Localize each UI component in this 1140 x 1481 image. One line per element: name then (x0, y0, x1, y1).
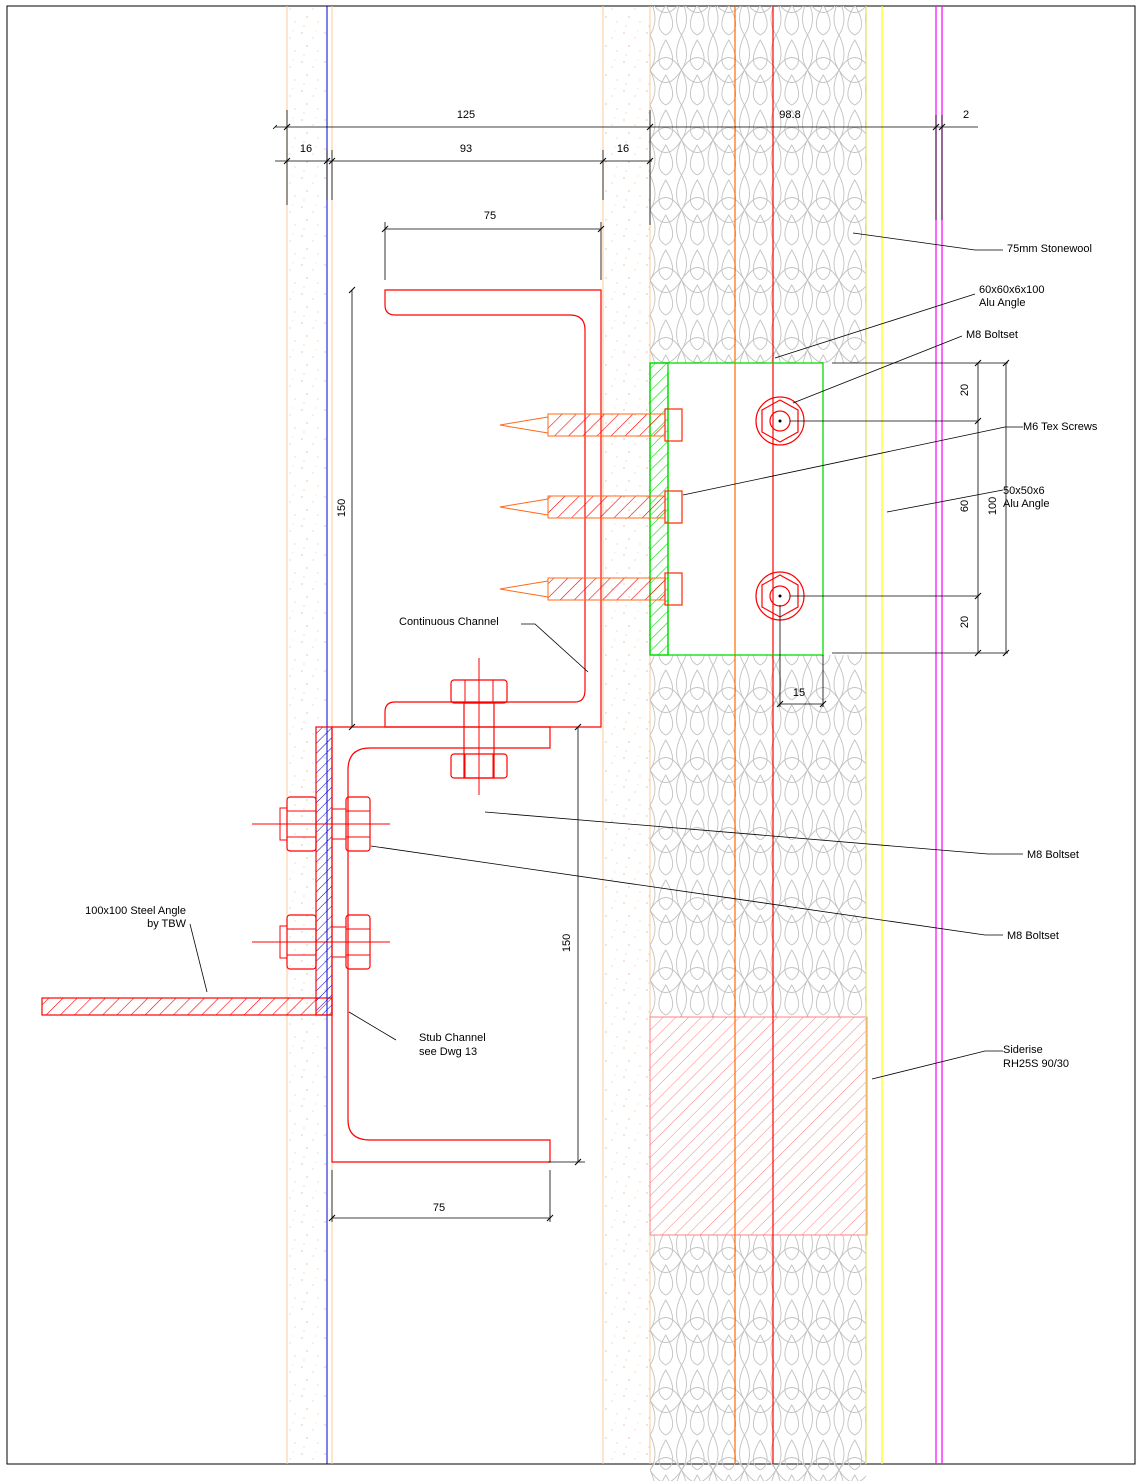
board-layers (286, 6, 651, 1464)
label-m8-boltset-mid: M8 Boltset (1027, 849, 1079, 861)
label-stonewool: 75mm Stonewool (1007, 243, 1092, 255)
tex-screws (499, 408, 683, 606)
label-stub-channel-line2: see Dwg 13 (419, 1046, 477, 1058)
label-stub-channel-line1: Stub Channel (419, 1032, 486, 1044)
annotation-labels: 75mm Stonewool 60x60x6x100 Alu Angle M8 … (85, 243, 1098, 1070)
dim-93: 93 (460, 143, 472, 155)
vertical-rails (734, 6, 943, 1464)
label-siderise-line1: Siderise (1003, 1044, 1043, 1056)
label-steel-angle-line2: by TBW (147, 918, 187, 930)
continuous-channel (384, 289, 602, 728)
dim-20-upper: 20 (959, 384, 971, 396)
siderise-cavity-barrier (649, 1016, 868, 1236)
tex-screw-1 (499, 408, 683, 442)
label-alu-angle-60-line2: Alu Angle (979, 297, 1025, 309)
m8-boltset-horizontal-lower (252, 914, 390, 970)
stonewool-insulation (650, 6, 866, 1481)
label-m6-tex-screws: M6 Tex Screws (1023, 421, 1098, 433)
m8-boltset-vertical (450, 658, 508, 795)
label-steel-angle-line1: 100x100 Steel Angle (85, 905, 186, 917)
dim-15: 15 (793, 687, 805, 699)
dim-20-lower: 20 (959, 616, 971, 628)
stub-channel (331, 726, 551, 1163)
dim-150-upper: 150 (336, 499, 348, 517)
leader-lines (189, 232, 1023, 1080)
dim-2: 2 (963, 109, 969, 121)
label-alu-angle-50-line1: 50x50x6 (1003, 485, 1045, 497)
label-siderise-line2: RH25S 90/30 (1003, 1058, 1069, 1070)
board-right (603, 6, 650, 1464)
alu-angle-60x60 (649, 362, 824, 656)
dimension-texts: 125 98.8 2 16 93 16 75 150 20 60 100 20 … (300, 109, 999, 1214)
dim-98-8: 98.8 (779, 109, 800, 121)
dim-60: 60 (959, 500, 971, 512)
dim-75-top: 75 (484, 210, 496, 222)
dim-150-lower: 150 (561, 934, 573, 952)
tex-screw-2 (499, 490, 683, 524)
dim-100: 100 (987, 497, 999, 515)
dim-125: 125 (457, 109, 475, 121)
label-alu-angle-60-line1: 60x60x6x100 (979, 284, 1044, 296)
steel-angle-100x100 (41, 726, 333, 1016)
dim-16-left: 16 (300, 143, 312, 155)
dimension-ticks (283, 123, 1010, 1222)
drawing-frame (6, 5, 1136, 1465)
dim-75-bottom: 75 (433, 1202, 445, 1214)
label-m8-boltset-top: M8 Boltset (966, 329, 1018, 341)
dim-16-right: 16 (617, 143, 629, 155)
tex-screw-3 (499, 572, 683, 606)
m8-boltset-horizontal-upper (252, 796, 390, 852)
label-continuous-channel: Continuous Channel (399, 616, 499, 628)
m8-bolt-heads-round (755, 396, 805, 621)
dimension-lines (272, 110, 1008, 1222)
label-alu-angle-50-line2: Alu Angle (1003, 498, 1049, 510)
label-m8-boltset-low: M8 Boltset (1007, 930, 1059, 942)
